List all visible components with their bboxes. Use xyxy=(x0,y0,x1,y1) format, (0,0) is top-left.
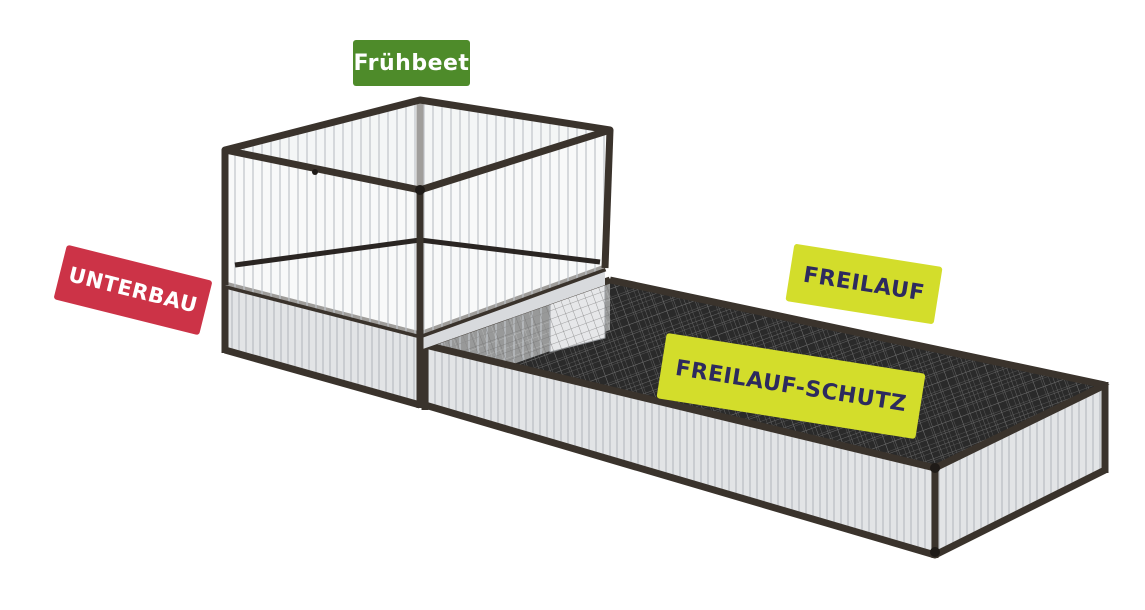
end-wall xyxy=(935,385,1105,555)
freilauf-run xyxy=(419,276,1110,559)
front-right-glazing xyxy=(420,130,610,335)
front-wall xyxy=(425,345,935,555)
base-front xyxy=(225,285,420,405)
rear-side-glazing xyxy=(225,150,420,335)
base-side xyxy=(420,268,605,350)
fruehbeet-frame xyxy=(221,96,614,335)
fruehbeet-label: Frühbeet xyxy=(353,40,470,86)
